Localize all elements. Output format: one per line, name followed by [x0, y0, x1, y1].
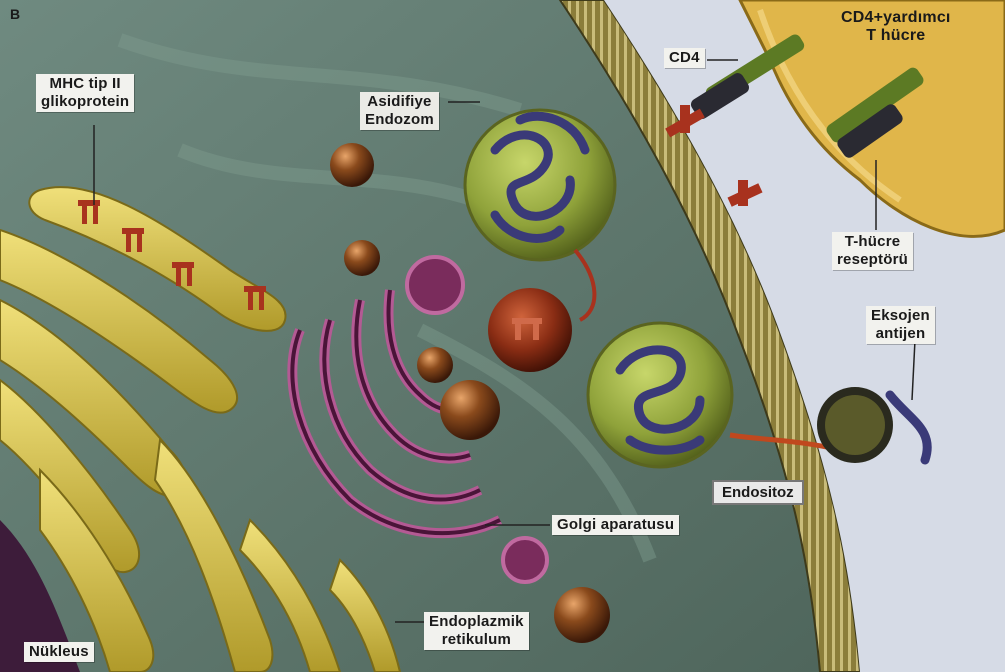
- panel-letter: B: [10, 6, 20, 22]
- er-label: Endoplazmik retikulum: [424, 612, 529, 650]
- acidified-endosome-line2: Endozom: [365, 111, 434, 129]
- acidified-endosome-label: Asidifiye Endozom: [360, 92, 439, 130]
- vesicle: [330, 143, 374, 187]
- t-cell-line2: T hücre: [841, 27, 951, 45]
- er-line2: retikulum: [429, 631, 524, 649]
- vesicle: [344, 240, 380, 276]
- tcr-label: T-hücre reseptörü: [832, 232, 913, 270]
- mhc-label-line1: MHC tip II: [41, 75, 129, 93]
- nucleus-label: Nükleus: [24, 642, 94, 662]
- golgi-vesicle: [503, 538, 547, 582]
- exogenous-antigen-line2: antijen: [871, 325, 930, 343]
- exogenous-antigen-line1: Eksojen: [871, 307, 930, 325]
- t-cell-line1: CD4+yardımcı: [841, 9, 951, 27]
- golgi-label: Golgi aparatusu: [552, 515, 679, 535]
- vesicle: [417, 347, 453, 383]
- cd4-label: CD4: [664, 48, 705, 68]
- mhc-label: MHC tip II glikoprotein: [36, 74, 134, 112]
- mhc-vesicle: [488, 288, 572, 372]
- tcr-line2: reseptörü: [837, 251, 908, 269]
- t-cell-label: CD4+yardımcı T hücre: [836, 8, 956, 46]
- acidified-endosome-line1: Asidifiye: [365, 93, 434, 111]
- tcr-line1: T-hücre: [837, 233, 908, 251]
- golgi-vesicle: [407, 257, 463, 313]
- vesicle: [554, 587, 610, 643]
- vesicle: [440, 380, 500, 440]
- endocytosis-label: Endositoz: [712, 480, 804, 505]
- exogenous-antigen-label: Eksojen antijen: [866, 306, 935, 344]
- mhc-label-line2: glikoprotein: [41, 93, 129, 111]
- er-line1: Endoplazmik: [429, 613, 524, 631]
